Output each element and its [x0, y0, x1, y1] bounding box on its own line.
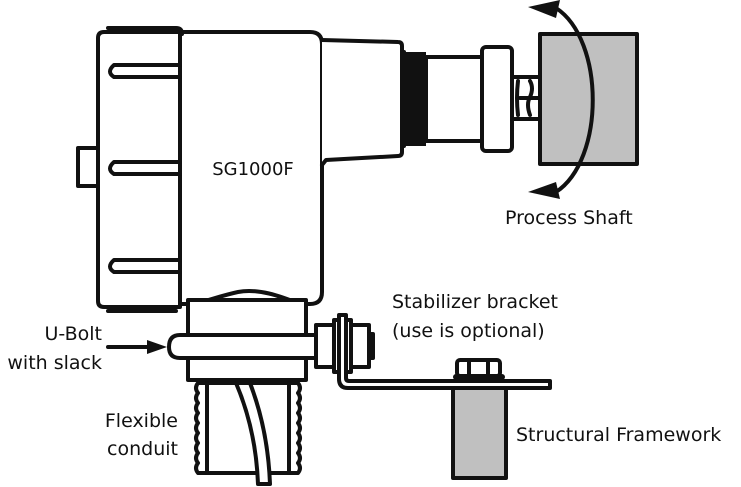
bolt-nut-outer — [349, 323, 371, 369]
bolt-head-facets — [467, 360, 490, 376]
stabilizer-bracket — [337, 313, 552, 390]
device-label: SG1000F — [212, 159, 294, 180]
conduit-label-line1: Flexible — [105, 410, 178, 432]
ubolt-label-line2: with slack — [7, 352, 102, 374]
rotation-arrowhead-bottom — [528, 182, 560, 199]
rotation-arc — [554, 6, 595, 194]
framework-bolt-washer — [453, 374, 505, 380]
cable — [234, 381, 272, 486]
coupling-nut — [480, 45, 514, 153]
u-bolt — [167, 333, 322, 360]
structural-framework — [451, 383, 508, 480]
cap-top-edge — [106, 26, 184, 36]
bolt-end — [367, 332, 375, 360]
conduit-inner-wall — [205, 381, 291, 475]
housing-cap — [96, 30, 182, 309]
framework-bolt-head — [455, 358, 502, 378]
flexible-conduit — [194, 381, 302, 475]
conduit-label-line2: conduit — [107, 438, 178, 460]
ubolt-label-line1: U-Bolt — [45, 323, 102, 345]
ubolt-pointer-arrowhead — [147, 340, 167, 354]
cap-rib — [108, 160, 182, 176]
rotation-arrowhead-top — [528, 0, 560, 18]
framework-label: Structural Framework — [516, 424, 721, 446]
stabilizer-label-line1: Stabilizer bracket — [392, 291, 558, 313]
housing-neck — [320, 38, 404, 167]
side-knob — [76, 146, 100, 188]
bolt-nut-inner — [314, 323, 336, 369]
process-shaft-label: Process Shaft — [505, 207, 633, 229]
stabilizer-label-line2: (use is optional) — [392, 320, 545, 342]
cap-rib — [108, 258, 182, 274]
adapter-tube — [424, 55, 484, 143]
cap-rib — [108, 63, 182, 79]
